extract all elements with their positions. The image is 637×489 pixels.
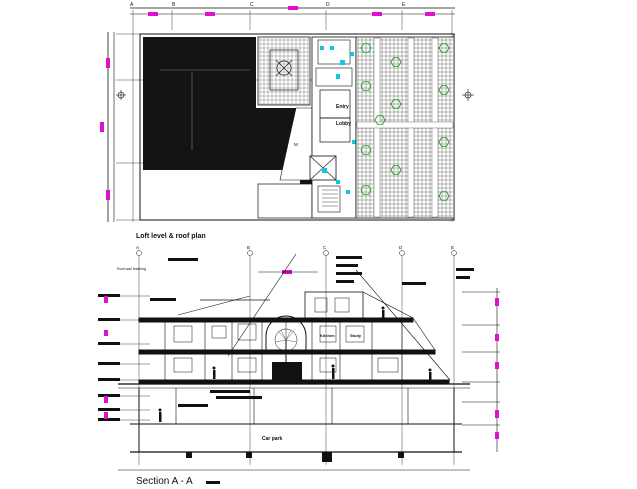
section-left-level-marks [104, 296, 108, 419]
section-grid-label-d: D [399, 245, 403, 250]
plan-grid-label-b: B [172, 2, 176, 8]
plan-grid-label-c: C [250, 2, 254, 8]
service-core: Entry Lobby [309, 36, 357, 219]
right-tile-zone [355, 36, 455, 219]
human-figures [158, 306, 432, 422]
plan-grid-label-d: D [326, 2, 330, 8]
plan-top-dimension-marks [148, 6, 435, 16]
section-grid-label-a: A [136, 245, 139, 250]
plan-marker-label: M [294, 142, 298, 147]
plan-left-dimension-marks [100, 58, 110, 200]
section-building [138, 253, 451, 385]
plan-right-marker [462, 89, 474, 101]
section-grid-label-b: B [247, 245, 250, 250]
plan-grid-label-e: E [402, 2, 406, 8]
tree-graphic [274, 328, 298, 362]
section-grid-label-c: C [323, 245, 327, 250]
section-grid-bubbles [136, 250, 457, 256]
sanitary-fixtures [320, 46, 356, 194]
section-top-annotations [150, 256, 474, 407]
section-room-label-kitchen: Kitchen [320, 333, 335, 338]
section-a-a: A B C D E Roof wall finishing [98, 245, 500, 471]
plan-title: Loft level & roof plan [136, 233, 206, 240]
plan-side-marker [116, 90, 126, 100]
section-right-level-marks [462, 288, 500, 452]
section-room-label-study: Study [350, 333, 362, 338]
roof-dark-area [143, 37, 312, 218]
car-park-label: Car park [262, 436, 283, 442]
section-side-note: Roof wall finishing [117, 267, 146, 271]
section-grid-label-e: E [451, 245, 454, 250]
section-left-annotations [98, 294, 150, 421]
plan-room-label-entry: Entry [336, 104, 349, 110]
roof-plan: A B C D E [100, 2, 474, 222]
plan-room-label-lobby: Lobby [336, 121, 351, 127]
courtyard-hatched [257, 36, 311, 106]
section-title: Section A - A [136, 476, 193, 487]
plan-grid-label-a: A [130, 2, 134, 8]
